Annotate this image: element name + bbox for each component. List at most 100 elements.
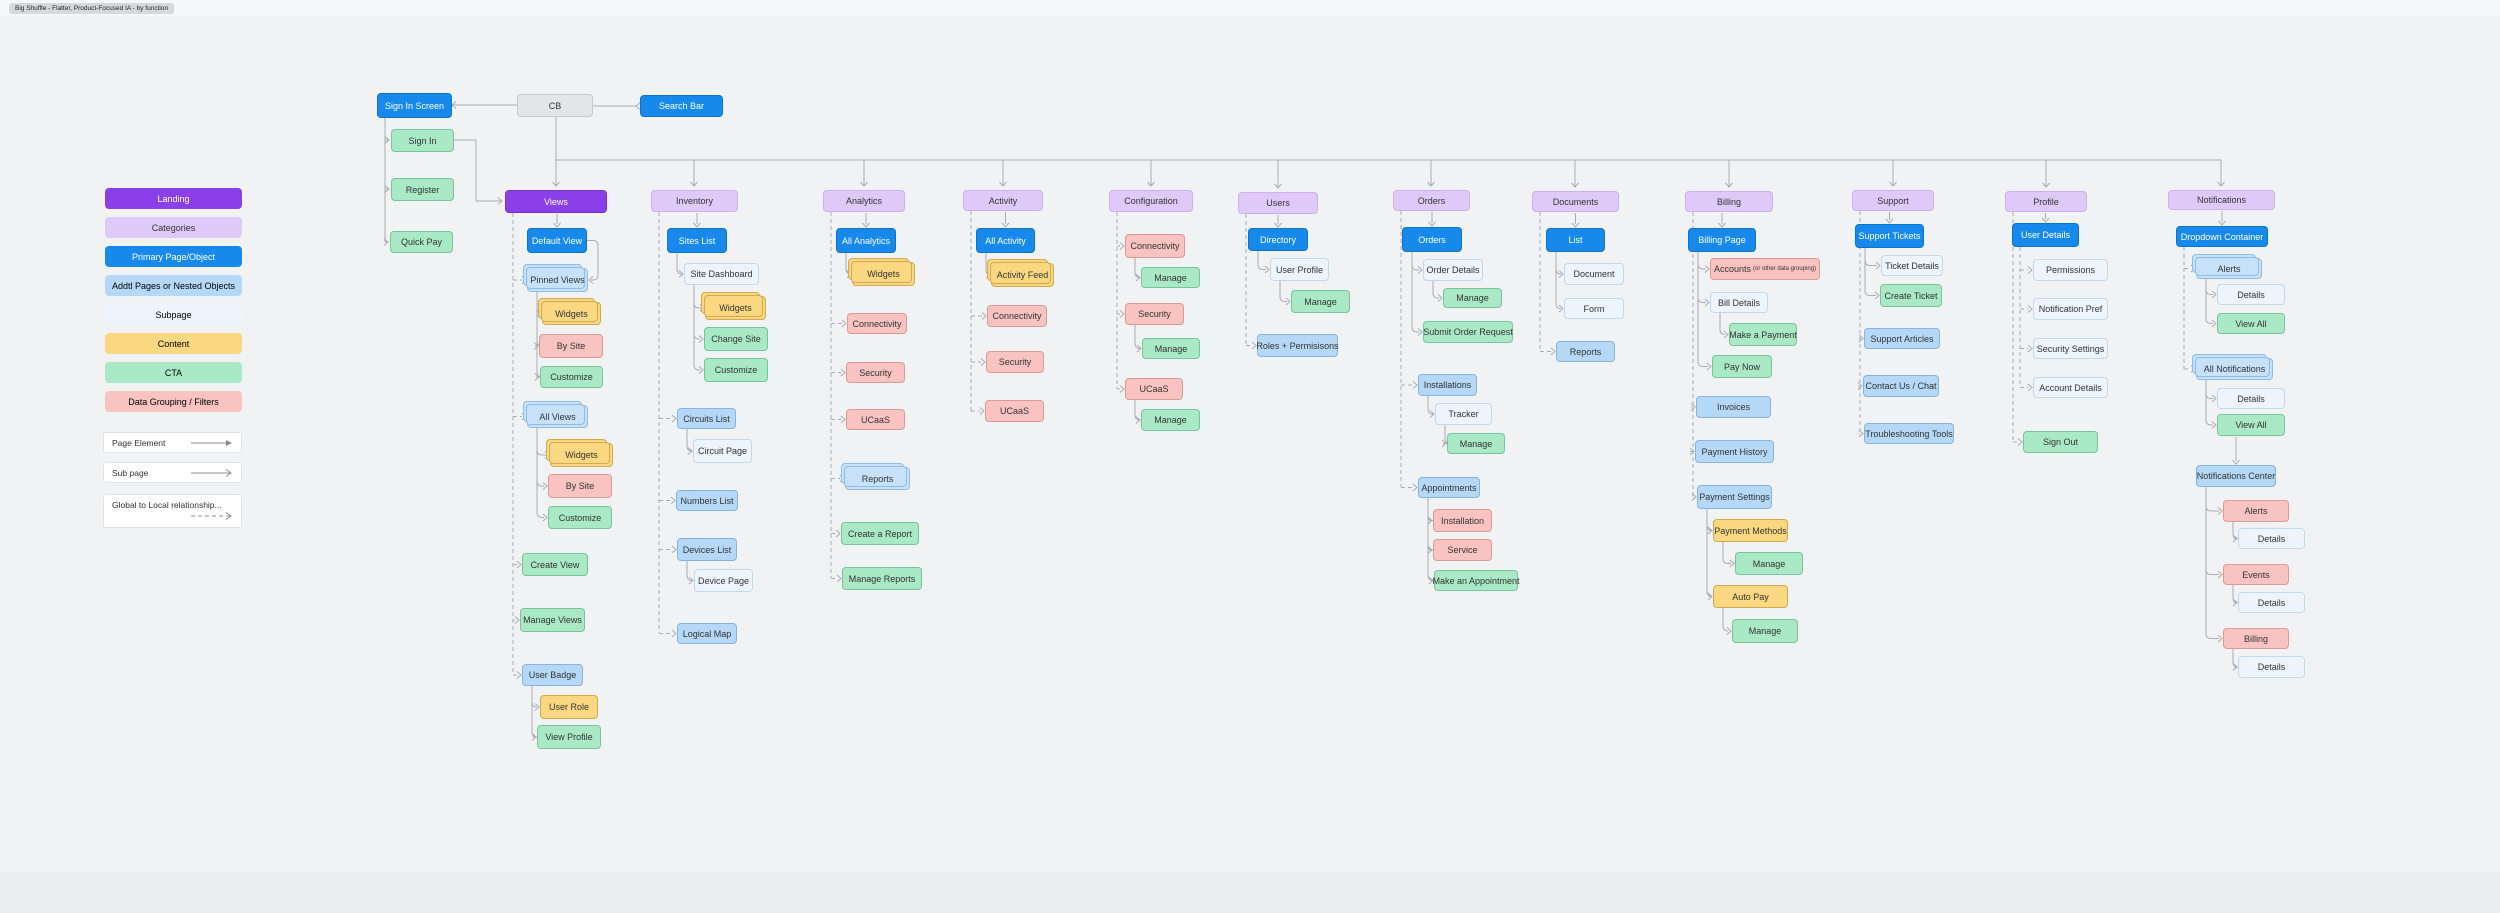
node-v-create[interactable]: Create View <box>522 553 588 576</box>
node-v-bysite1[interactable]: By Site <box>539 334 603 358</box>
node-i-widgets[interactable]: Widgets <box>701 292 766 320</box>
node-u-roles[interactable]: Roles + Permisisons <box>1256 334 1339 357</box>
node-d-list[interactable]: List <box>1546 228 1605 252</box>
board-title-badge[interactable]: Big Shuffle - Flatter, Product-Focused I… <box>9 3 175 14</box>
legend-addl[interactable]: Addtl Pages or Nested Objects <box>105 275 242 296</box>
node-d-form[interactable]: Form <box>1564 298 1624 319</box>
node-o-service[interactable]: Service <box>1433 539 1492 561</box>
legend-data[interactable]: Data Grouping / Filters <box>105 391 242 412</box>
node-b-methods[interactable]: Payment Methods <box>1713 519 1788 542</box>
node-n-center[interactable]: Notifications Center <box>2196 465 2276 487</box>
node-v-badge[interactable]: User Badge <box>522 664 583 686</box>
node-o-orders[interactable]: Orders <box>1402 227 1462 252</box>
node-h-profile[interactable]: Profile <box>2005 191 2087 212</box>
node-b-history[interactable]: Payment History <box>1695 440 1774 463</box>
node-o-appts[interactable]: Appointments <box>1418 477 1480 498</box>
node-s-create[interactable]: Create Ticket <box>1880 284 1942 307</box>
node-v-widgets2[interactable]: Widgets <box>546 439 613 467</box>
node-h-documents[interactable]: Documents <box>1532 191 1619 212</box>
legend-primary[interactable]: Primary Page/Object <box>105 246 242 267</box>
node-an-conn[interactable]: Connectivity <box>847 313 907 334</box>
node-v-profile[interactable]: View Profile <box>537 725 601 749</box>
node-s-articles[interactable]: Support Articles <box>1864 328 1940 349</box>
node-c-manage3[interactable]: Manage <box>1141 409 1200 431</box>
node-d-reports[interactable]: Reports <box>1556 341 1615 362</box>
node-i-logical[interactable]: Logical Map <box>677 623 737 644</box>
node-n-allnotif[interactable]: All Notifications <box>2192 354 2273 380</box>
legend-global-local[interactable]: Global to Local relationship... <box>103 494 242 528</box>
node-an-sec[interactable]: Security <box>846 362 905 383</box>
node-c-conn[interactable]: Connectivity <box>1125 234 1185 258</box>
node-ac-ucaas[interactable]: UCaaS <box>985 400 1044 422</box>
node-n-billing[interactable]: Billing <box>2223 628 2289 649</box>
node-b-makepay[interactable]: Make a Payment <box>1729 323 1797 346</box>
node-p-details[interactable]: User Details <box>2012 223 2079 247</box>
node-n-alerts1[interactable]: Alerts <box>2192 254 2262 279</box>
node-b-settings[interactable]: Payment Settings <box>1697 485 1772 509</box>
node-b-page[interactable]: Billing Page <box>1688 228 1756 252</box>
node-h-analytics[interactable]: Analytics <box>823 190 905 212</box>
node-i-customize[interactable]: Customize <box>704 358 768 382</box>
node-o-tracker[interactable]: Tracker <box>1435 403 1492 425</box>
node-b-manage1[interactable]: Manage <box>1735 552 1803 575</box>
node-h-notifications[interactable]: Notifications <box>2168 190 2275 210</box>
node-c-ucaas[interactable]: UCaaS <box>1125 378 1183 400</box>
node-signin-screen[interactable]: Sign In Screen <box>377 93 452 118</box>
node-h-billing[interactable]: Billing <box>1685 191 1773 212</box>
node-h-users[interactable]: Users <box>1238 192 1318 214</box>
node-s-contact[interactable]: Contact Us / Chat <box>1863 375 1939 397</box>
node-h-inventory[interactable]: Inventory <box>651 190 738 212</box>
node-n-events[interactable]: Events <box>2223 564 2289 585</box>
node-c-sec[interactable]: Security <box>1125 303 1184 325</box>
node-v-bysite2[interactable]: By Site <box>548 474 612 498</box>
legend-landing[interactable]: Landing <box>105 188 242 209</box>
node-an-manage[interactable]: Manage Reports <box>842 567 922 590</box>
node-p-perms[interactable]: Permissions <box>2033 259 2108 281</box>
node-o-make[interactable]: Make an Appointment <box>1432 570 1520 591</box>
node-o-details[interactable]: Order Details <box>1423 259 1483 281</box>
legend-sub-page[interactable]: Sub page <box>103 462 242 483</box>
node-d-doc[interactable]: Document <box>1564 263 1624 285</box>
node-search-bar[interactable]: Search Bar <box>640 95 723 117</box>
node-o-manage1[interactable]: Manage <box>1443 288 1502 308</box>
node-v-widgets1[interactable]: Widgets <box>538 298 601 325</box>
node-an-all[interactable]: All Analytics <box>836 228 896 253</box>
node-v-default[interactable]: Default View <box>527 228 587 253</box>
node-s-tickets[interactable]: Support Tickets <box>1855 224 1924 248</box>
node-n-alerts2[interactable]: Alerts <box>2223 500 2289 522</box>
node-v-customize1[interactable]: Customize <box>540 366 603 388</box>
node-an-widgets[interactable]: Widgets <box>848 258 915 286</box>
node-v-allviews[interactable]: All Views <box>523 401 588 428</box>
node-h-config[interactable]: Configuration <box>1109 190 1193 212</box>
node-h-support[interactable]: Support <box>1852 190 1934 211</box>
node-n-details2[interactable]: Details <box>2217 388 2285 409</box>
node-o-submit[interactable]: Submit Order Request <box>1423 321 1513 343</box>
node-i-device[interactable]: Device Page <box>694 569 753 592</box>
node-o-install[interactable]: Installations <box>1418 374 1477 396</box>
node-c-manage2[interactable]: Manage <box>1142 338 1200 359</box>
node-quick-pay[interactable]: Quick Pay <box>390 231 453 253</box>
node-i-circuit[interactable]: Circuit Page <box>693 439 752 463</box>
node-h-activity[interactable]: Activity <box>963 190 1043 211</box>
node-i-circuits[interactable]: Circuits List <box>677 408 736 429</box>
node-an-create[interactable]: Create a Report <box>841 522 919 545</box>
node-an-reports[interactable]: Reports <box>841 463 910 490</box>
node-u-dir[interactable]: Directory <box>1248 228 1308 251</box>
node-c-manage1[interactable]: Manage <box>1141 267 1200 288</box>
node-p-signout[interactable]: Sign Out <box>2023 431 2098 453</box>
node-p-notif[interactable]: Notification Pref <box>2033 298 2108 320</box>
node-b-invoices[interactable]: Invoices <box>1696 396 1771 418</box>
node-b-paynow[interactable]: Pay Now <box>1712 355 1772 378</box>
legend-content[interactable]: Content <box>105 333 242 354</box>
legend-sub[interactable]: Subpage <box>105 304 242 325</box>
node-v-pinned[interactable]: Pinned Views <box>523 264 588 292</box>
node-n-details4[interactable]: Details <box>2238 592 2305 613</box>
node-ac-all[interactable]: All Activity <box>976 228 1035 253</box>
node-b-autopay[interactable]: Auto Pay <box>1713 585 1788 608</box>
node-v-manage[interactable]: Manage Views <box>520 608 585 632</box>
node-n-viewall1[interactable]: View All <box>2217 313 2285 334</box>
node-u-manage[interactable]: Manage <box>1291 290 1350 313</box>
node-b-manage2[interactable]: Manage <box>1732 619 1798 643</box>
node-n-viewall2[interactable]: View All <box>2217 414 2285 436</box>
